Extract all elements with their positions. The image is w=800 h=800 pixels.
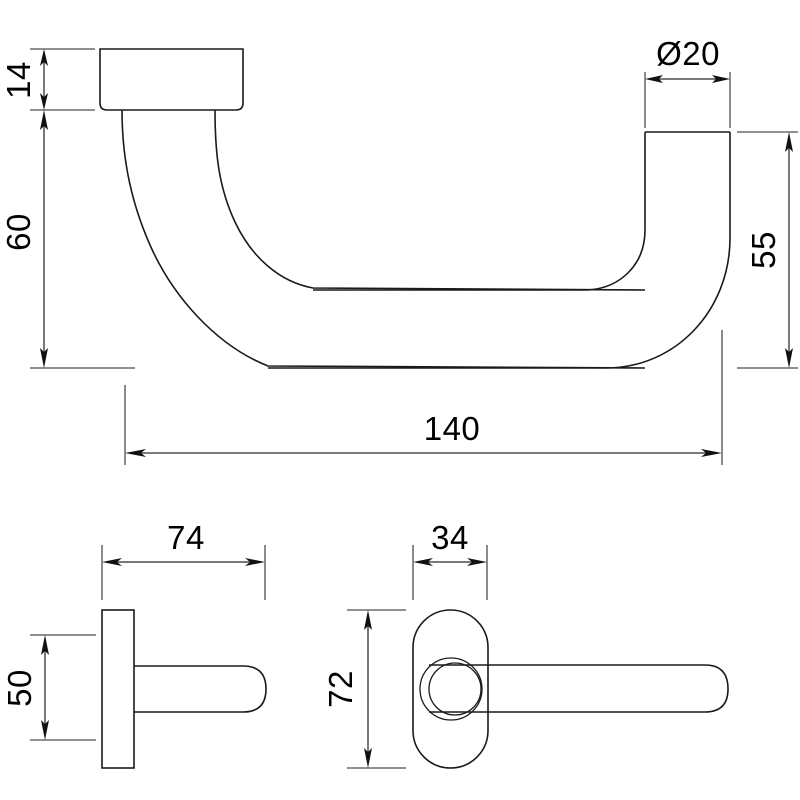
lever-outer-contour — [121, 109, 646, 369]
hub-inner-circle — [428, 662, 482, 716]
arrowhead-60-down — [40, 348, 48, 368]
dimension-140: 140 — [124, 330, 723, 465]
dimension-60: 60 — [0, 110, 135, 369]
arrowhead-140-right — [701, 449, 722, 457]
dimension-14: 14 — [0, 48, 95, 111]
dim-label-14: 14 — [0, 61, 37, 99]
arrowhead-34-left — [413, 558, 433, 566]
arrowhead-20-right — [712, 75, 730, 83]
dim-label-50: 50 — [1, 669, 38, 707]
arrowhead-140-left — [125, 449, 146, 457]
dim-label-72: 72 — [322, 670, 359, 708]
arrowhead-55-up — [785, 132, 793, 152]
dimension-72: 72 — [322, 609, 406, 769]
hub-outer-circle — [419, 657, 483, 721]
arrowhead-72-down — [364, 748, 372, 768]
lever-bar-front — [429, 664, 729, 713]
arrowhead-74-right — [245, 558, 265, 566]
view-side-profile: 14 60 Ø20 — [0, 35, 798, 465]
dim-label-140: 140 — [424, 410, 481, 447]
dimension-55: 55 — [737, 131, 798, 369]
dim-label-60: 60 — [0, 213, 37, 251]
dim-label-74: 74 — [167, 519, 205, 556]
lever-return-outer-curve — [268, 132, 731, 369]
lever-bar-side — [134, 665, 267, 713]
arrowhead-50-up — [41, 635, 49, 655]
dimension-diameter-20: Ø20 — [644, 35, 731, 128]
dim-label-20: Ø20 — [656, 35, 720, 72]
arrowhead-14-down — [40, 93, 48, 110]
arrowhead-74-left — [102, 558, 122, 566]
view-left-elevation: 74 50 — [1, 519, 267, 769]
dimension-34: 34 — [412, 519, 488, 600]
dimension-50: 50 — [1, 634, 96, 741]
rose-oval-outline — [412, 609, 489, 769]
lever-inner-contour — [214, 109, 646, 291]
arrowhead-34-right — [467, 558, 487, 566]
rose-backplate-profile — [99, 48, 244, 111]
dim-label-34: 34 — [431, 519, 469, 556]
view-front-elevation: 34 72 — [322, 519, 729, 769]
lever-return-inner-curve — [313, 132, 646, 291]
arrowhead-72-up — [364, 610, 372, 630]
dim-label-55: 55 — [745, 231, 782, 269]
arrowhead-60-up — [40, 110, 48, 130]
dimension-74: 74 — [101, 519, 266, 600]
arrowhead-50-down — [41, 720, 49, 740]
rose-plate-side — [101, 609, 135, 769]
arrowhead-55-down — [785, 348, 793, 368]
arrowhead-20-left — [645, 75, 663, 83]
arrowhead-14-up — [40, 49, 48, 66]
